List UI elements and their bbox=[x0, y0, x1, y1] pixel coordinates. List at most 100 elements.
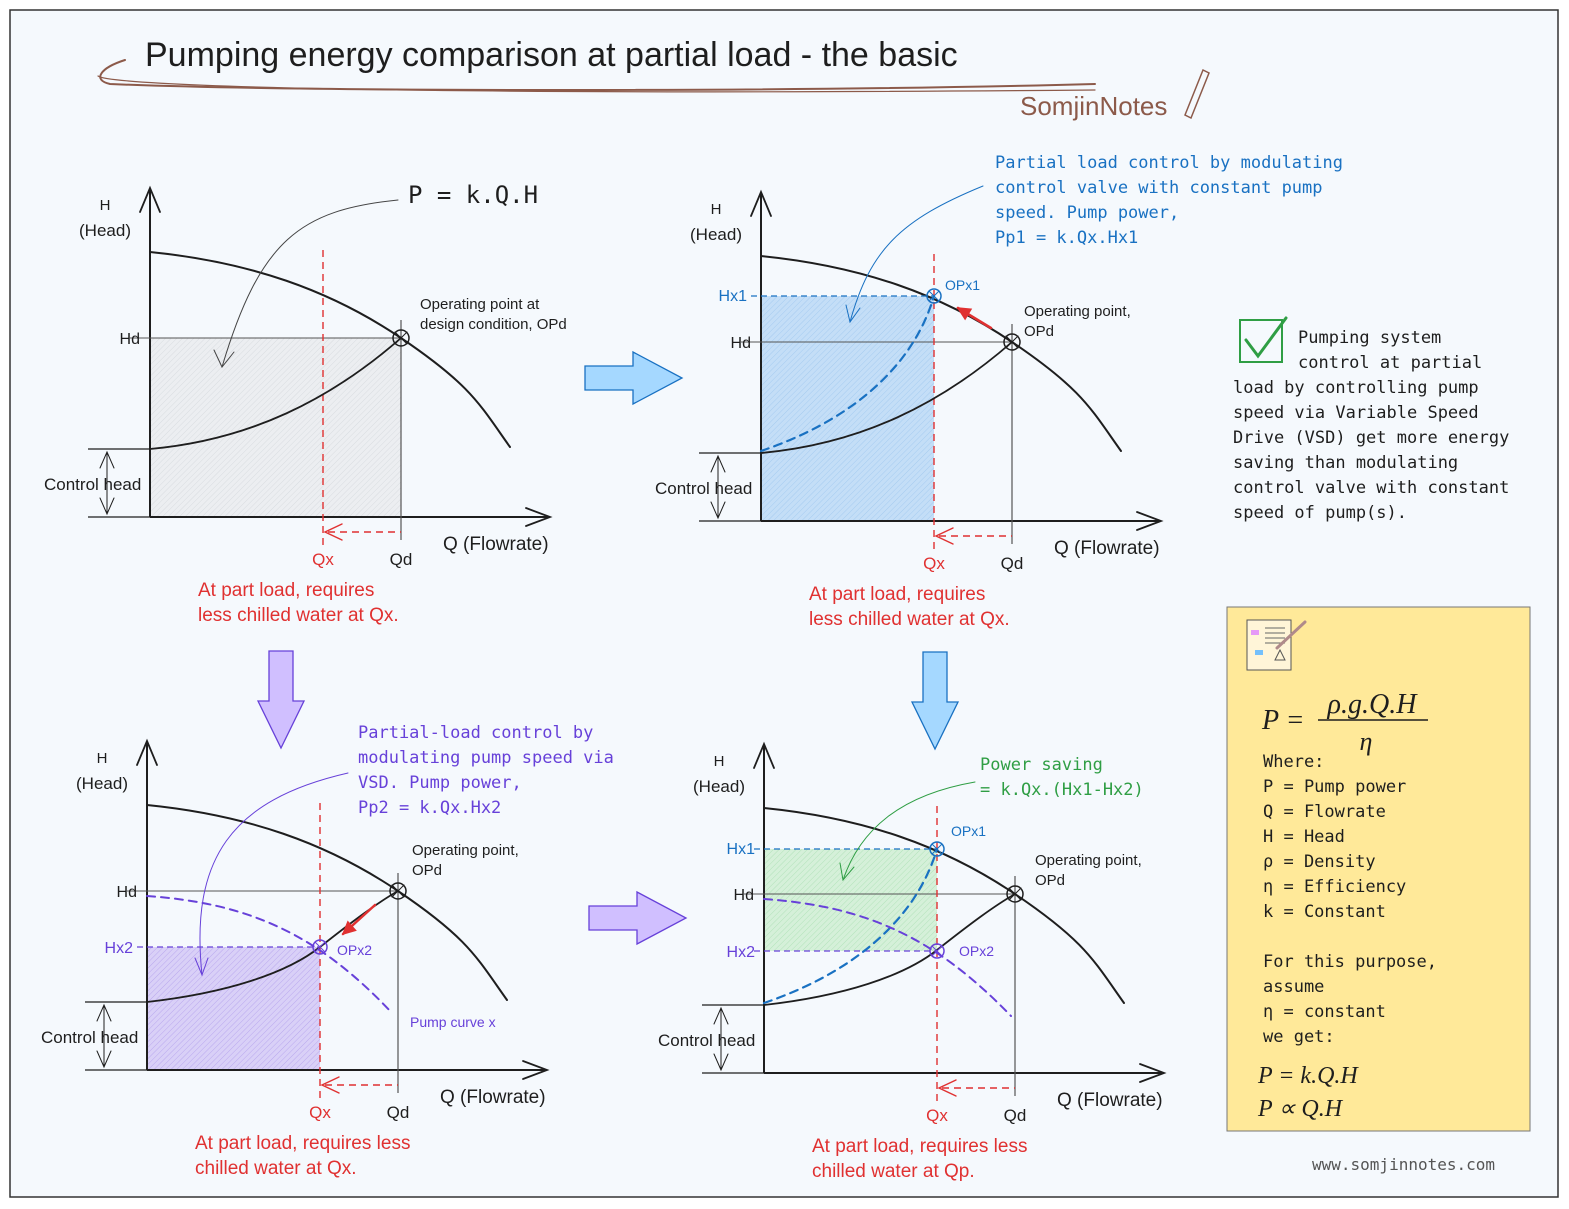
note-line: η = constant bbox=[1263, 1002, 1386, 1022]
system-curve bbox=[763, 893, 1016, 1006]
formula-numerator: ρ.g.Q.H bbox=[1327, 689, 1419, 720]
conclusion-line: saving than modulating bbox=[1233, 453, 1458, 473]
checkmark-icon bbox=[1239, 316, 1288, 363]
energy-area bbox=[150, 338, 401, 517]
op-label-line: OPd bbox=[1035, 872, 1065, 889]
conclusion-line: speed of pump(s). bbox=[1233, 503, 1407, 523]
hx2-label: Hx2 bbox=[727, 944, 756, 961]
x-axis-label: Q (Flowrate) bbox=[1057, 1090, 1163, 1111]
pump-curve bbox=[149, 251, 511, 448]
opd-marker bbox=[392, 329, 410, 347]
opx1-marker-cross bbox=[928, 290, 940, 302]
note-line: Where: bbox=[1263, 752, 1324, 772]
qd-label: Qd bbox=[1004, 1106, 1027, 1125]
opd-marker bbox=[1003, 333, 1021, 351]
valve-annotation-line: control valve with constant pump bbox=[995, 178, 1323, 198]
qd-label: Qd bbox=[387, 1103, 410, 1122]
y-axis-label: H bbox=[97, 750, 108, 767]
doc-shape bbox=[1251, 630, 1259, 635]
note-line: k = Constant bbox=[1263, 902, 1386, 922]
op-label-line: design condition, OPd bbox=[420, 316, 567, 333]
control-head-label: Control head bbox=[44, 475, 141, 494]
vsd-annotation-line: Pp2 = k.Qx.Hx2 bbox=[358, 798, 501, 818]
arrow-right-icon bbox=[588, 890, 688, 946]
caption-line: chilled water at Qp. bbox=[812, 1161, 975, 1182]
checkmark bbox=[1244, 316, 1288, 359]
flow-reduction-arrowhead bbox=[320, 1076, 340, 1094]
qd-label: Qd bbox=[390, 550, 413, 569]
opd-cross bbox=[394, 331, 408, 345]
conclusion-line: control valve with constant bbox=[1233, 478, 1509, 498]
control-head-arrows bbox=[710, 454, 726, 520]
opd-cross bbox=[391, 884, 405, 898]
document-icon bbox=[1246, 619, 1307, 671]
y-axis-label: H bbox=[711, 201, 722, 218]
pump-curve bbox=[763, 807, 1125, 1004]
conclusion-line: control at partial bbox=[1298, 353, 1482, 373]
brand-logo: SomjinNotes bbox=[1020, 91, 1167, 121]
formula-p-kqh: P = k.Q.H bbox=[408, 181, 538, 209]
caption-line: less chilled water at Qx. bbox=[198, 605, 399, 626]
conclusion-line: Pumping system bbox=[1298, 328, 1441, 348]
formula-lhs: P = bbox=[1261, 705, 1305, 736]
opx2-marker-cross bbox=[931, 945, 943, 957]
vsd-annotation-line: modulating pump speed via bbox=[358, 748, 614, 768]
arrow-right-icon bbox=[584, 350, 684, 406]
pencil-icon bbox=[1184, 68, 1210, 120]
hx1-label: Hx1 bbox=[727, 841, 756, 858]
x-axis-label: Q (Flowrate) bbox=[1054, 538, 1160, 559]
conclusion-line: speed via Variable Speed bbox=[1233, 403, 1479, 423]
doc-triangle bbox=[1274, 648, 1286, 661]
checkbox bbox=[1239, 319, 1283, 363]
energy-area bbox=[764, 849, 937, 951]
y-axis-arrowhead bbox=[139, 185, 161, 213]
doc-shape bbox=[1255, 650, 1263, 655]
note-line: we get: bbox=[1263, 1027, 1335, 1047]
shift-arrowhead bbox=[341, 920, 357, 936]
y-axis-unit: (Head) bbox=[693, 777, 745, 796]
annotation-arrowhead bbox=[213, 349, 235, 368]
op-label-line: Operating point at bbox=[420, 296, 540, 313]
y-axis-unit: (Head) bbox=[79, 221, 131, 240]
y-axis-label: H bbox=[714, 753, 725, 770]
throttled-system-curve bbox=[759, 294, 936, 453]
x-axis-label: Q (Flowrate) bbox=[440, 1087, 546, 1108]
hd-label: Hd bbox=[120, 331, 140, 348]
x-axis-arrowhead bbox=[1136, 511, 1164, 531]
system-curve bbox=[760, 341, 1013, 454]
x-axis-arrowhead bbox=[522, 1060, 550, 1080]
result-formula-2: P ∝ Q.H bbox=[1257, 1096, 1344, 1122]
footer-url: www.somjinnotes.com bbox=[1312, 1155, 1495, 1174]
caption-line: At part load, requires bbox=[809, 584, 985, 605]
x-axis-label: Q (Flowrate) bbox=[443, 534, 549, 555]
caption-line: At part load, requires less bbox=[812, 1136, 1027, 1157]
formula-denominator: η bbox=[1360, 727, 1373, 756]
opd-cross bbox=[1008, 887, 1022, 901]
op-label-line: OPd bbox=[412, 862, 442, 879]
conclusion-line: Drive (VSD) get more energy bbox=[1233, 428, 1509, 448]
reduced-pump-curve bbox=[146, 895, 393, 1014]
caption-line: At part load, requires less bbox=[195, 1133, 410, 1154]
opx2-marker bbox=[312, 939, 328, 955]
opd-marker bbox=[1006, 885, 1024, 903]
vsd-annotation-line: Partial-load control by bbox=[358, 723, 593, 743]
valve-annotation-line: speed. Pump power, bbox=[995, 203, 1179, 223]
shift-arrowhead bbox=[956, 307, 973, 321]
energy-area bbox=[147, 947, 320, 1070]
opx1-marker-cross bbox=[931, 843, 943, 855]
vsd-annotation-arrow bbox=[199, 772, 349, 976]
pencil-body bbox=[1184, 68, 1210, 120]
hd-label: Hd bbox=[117, 884, 137, 901]
flow-reduction-arrowhead bbox=[934, 527, 954, 545]
opd-marker bbox=[389, 882, 407, 900]
y-axis-arrowhead bbox=[753, 741, 775, 769]
note-line: H = Head bbox=[1263, 827, 1345, 847]
op-label-line: OPd bbox=[1024, 323, 1054, 340]
valve-annotation-arrowhead bbox=[845, 304, 861, 324]
note-line: η = Efficiency bbox=[1263, 877, 1406, 897]
qx-label: Qx bbox=[923, 554, 945, 573]
note-line: Q = Flowrate bbox=[1263, 802, 1386, 822]
valve-annotation-line: Partial load control by modulating bbox=[995, 153, 1343, 173]
caption-line: At part load, requires bbox=[198, 580, 374, 601]
